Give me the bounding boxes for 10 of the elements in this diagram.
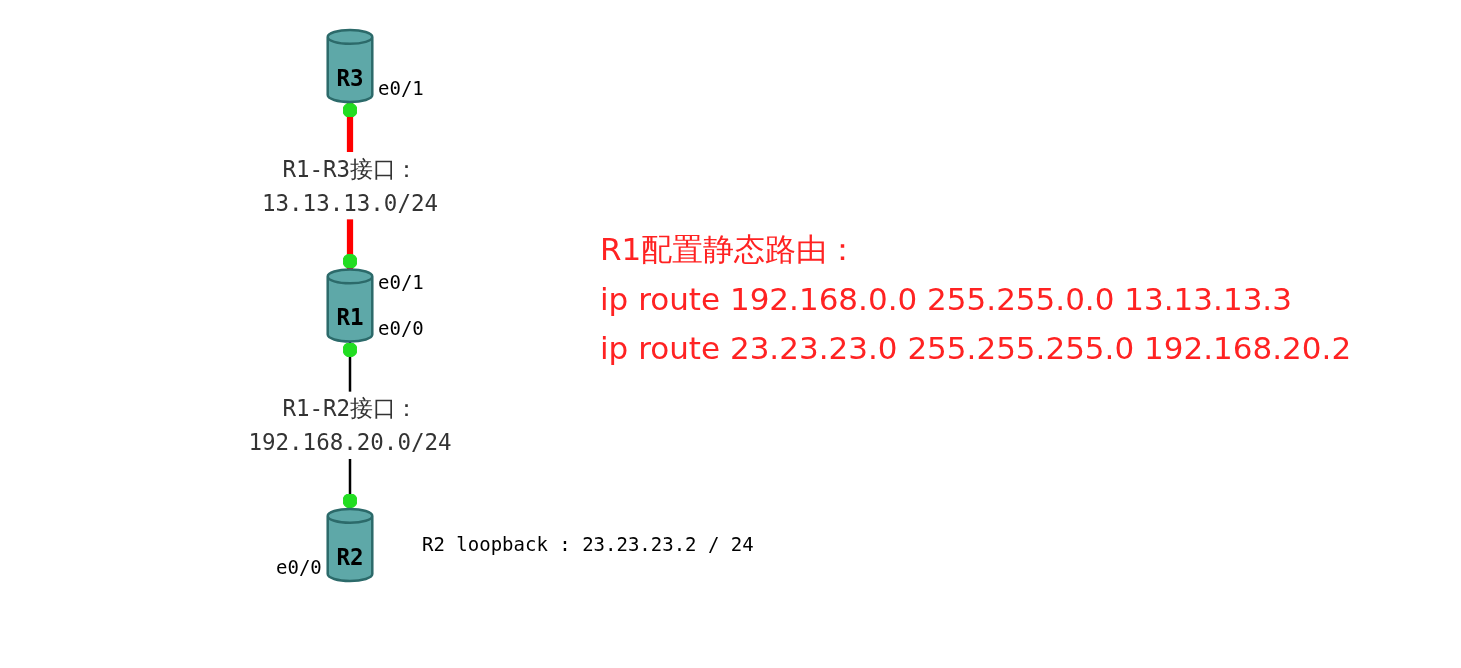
address-note: R2 loopback : 23.23.23.2 / 24 <box>422 533 754 556</box>
command-text: ip route 192.168.0.0 255.255.0.0 13.13.13.3 <box>600 279 1292 319</box>
interface-label: e0/0 <box>378 317 424 340</box>
interface-label: e0/0 <box>276 556 322 579</box>
command-text: ip route 23.23.23.0 255.255.255.0 192.168.20.2 <box>600 329 1352 369</box>
interface-label: e0/1 <box>378 77 424 100</box>
interface-label: e0/1 <box>378 271 424 294</box>
edge-label: R1-R2接口：192.168.20.0/24 <box>248 395 452 456</box>
note-heading: R1配置静态路由： <box>600 230 859 269</box>
edge-label: R1-R3接口：13.13.13.0/24 <box>261 155 439 216</box>
